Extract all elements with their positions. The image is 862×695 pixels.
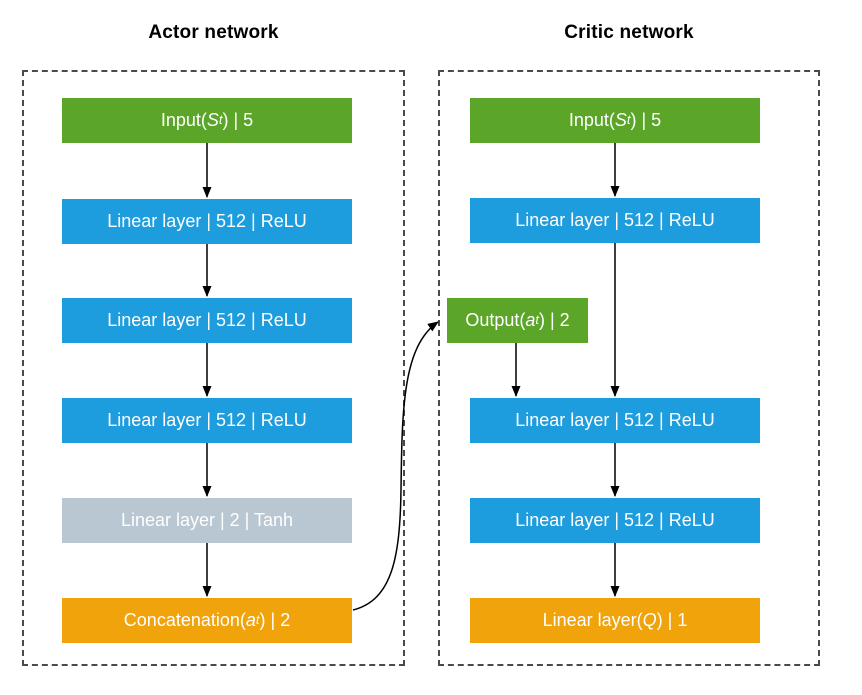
actor-linear-2-box: Linear layer | 512 | ReLU: [62, 298, 352, 343]
critic-network-frame: [438, 70, 820, 666]
node-label-part: t: [255, 612, 260, 628]
actor-linear-3-box: Linear layer | 512 | ReLU: [62, 398, 352, 443]
node-label-part: Linear layer(: [542, 610, 643, 630]
critic-network-title: Critic network: [564, 22, 694, 43]
node-label-part: Linear layer | 512 | ReLU: [107, 410, 307, 430]
node-label-part: t: [218, 112, 223, 128]
critic-q-output-box: Linear layer(Q) | 1: [470, 598, 760, 643]
actor-network-title: Actor network: [148, 22, 279, 43]
actor-linear-1-box: Linear layer | 512 | ReLU: [62, 199, 352, 244]
node-label-part: Linear layer | 512 | ReLU: [515, 210, 715, 230]
node-label-part: ) | 5: [630, 110, 662, 130]
critic-linear-2-box: Linear layer | 512 | ReLU: [470, 398, 760, 443]
node-label-part: Linear layer | 2 | Tanh: [120, 510, 294, 530]
node-label-part: Output(: [465, 310, 526, 330]
node-label-part: ) | 2: [538, 310, 570, 330]
node-label-part: Linear layer | 512 | ReLU: [515, 510, 715, 530]
node-label-part: a: [525, 310, 536, 330]
node-label-part: Q: [642, 610, 657, 630]
node-label-part: Linear layer | 512 | ReLU: [515, 410, 715, 430]
node-label-part: Input(: [568, 110, 615, 130]
actor-network-frame: [22, 70, 405, 666]
node-label-part: ) | 1: [656, 610, 688, 630]
node-label-part: Input(: [160, 110, 207, 130]
node-label-part: S: [614, 110, 627, 130]
actor-tanh-box: Linear layer | 2 | Tanh: [62, 498, 352, 543]
critic-linear-1-box: Linear layer | 512 | ReLU: [470, 198, 760, 243]
node-label-part: t: [535, 312, 539, 328]
node-label-part: t: [626, 112, 631, 128]
node-label-part: Linear layer | 512 | ReLU: [107, 310, 307, 330]
node-label-part: a: [245, 610, 256, 630]
node-label-part: Concatenation(: [123, 610, 246, 630]
node-label-part: ) | 2: [259, 610, 291, 630]
node-label-part: S: [206, 110, 219, 130]
node-label-part: Linear layer | 512 | ReLU: [107, 211, 307, 231]
node-label-part: ) | 5: [222, 110, 254, 130]
critic-linear-3-box: Linear layer | 512 | ReLU: [470, 498, 760, 543]
